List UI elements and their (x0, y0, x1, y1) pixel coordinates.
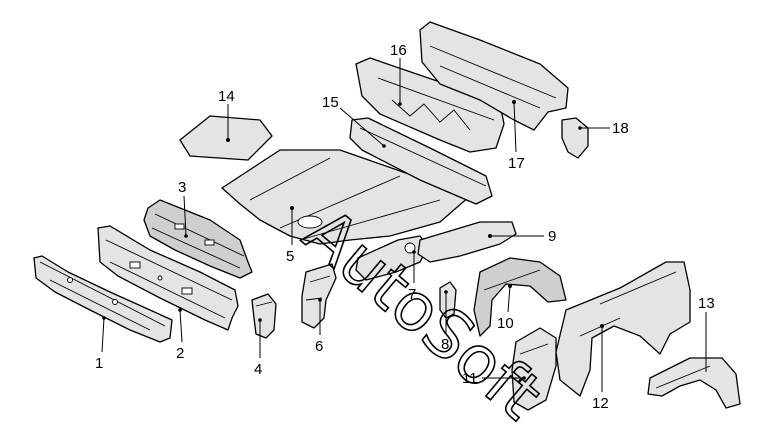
callout-10: 10 (497, 315, 514, 332)
part-15-seat-crossmember (349, 117, 493, 205)
callout-14: 14 (218, 88, 235, 105)
part-11-quarter-inner (511, 327, 557, 411)
part-16-rear-seat-panel (355, 57, 505, 153)
callout-16: 16 (390, 42, 407, 59)
callout-13: 13 (698, 295, 715, 312)
part-14-floor-patch (179, 115, 273, 161)
part-4-bracket (251, 293, 277, 339)
part-10-inner-wheelhouse (473, 257, 567, 337)
callout-3: 3 (178, 179, 186, 196)
part-17-rear-end-panel (419, 21, 569, 131)
callout-7: 7 (408, 286, 416, 303)
part-12-outer-wheelhouse (555, 261, 691, 397)
callout-11: 11 (462, 370, 478, 387)
part-1-front-crossmember (33, 255, 173, 343)
part-13-wheel-arch (647, 357, 741, 409)
watermark-text: AutoSoft (290, 193, 557, 434)
callout-12: 12 (592, 395, 609, 412)
leader-dots (102, 102, 582, 380)
callout-15: 15 (322, 94, 339, 111)
callout-6: 6 (315, 338, 323, 355)
part-7-tunnel-bracket (355, 235, 429, 281)
part-9-rear-crossmember (417, 221, 517, 263)
callout-4: 4 (254, 361, 262, 378)
part-5-floor-pan (221, 149, 471, 245)
callout-8: 8 (441, 336, 449, 353)
callout-5: 5 (286, 248, 294, 265)
callout-18: 18 (612, 120, 629, 137)
callout-17: 17 (508, 155, 525, 172)
part-2-front-panel (97, 225, 239, 331)
part-18-hook-bracket (561, 117, 589, 159)
callout-1: 1 (95, 355, 103, 372)
part-6-side-bracket (301, 263, 337, 329)
callout-labels: 1 2 3 4 5 6 7 8 9 10 11 12 13 14 15 16 1… (95, 42, 715, 412)
leader-lines (101, 58, 707, 392)
callout-2: 2 (176, 345, 184, 362)
part-3-radiator-support (143, 199, 253, 279)
callout-9: 9 (548, 228, 556, 245)
part-8-plate (439, 281, 457, 319)
